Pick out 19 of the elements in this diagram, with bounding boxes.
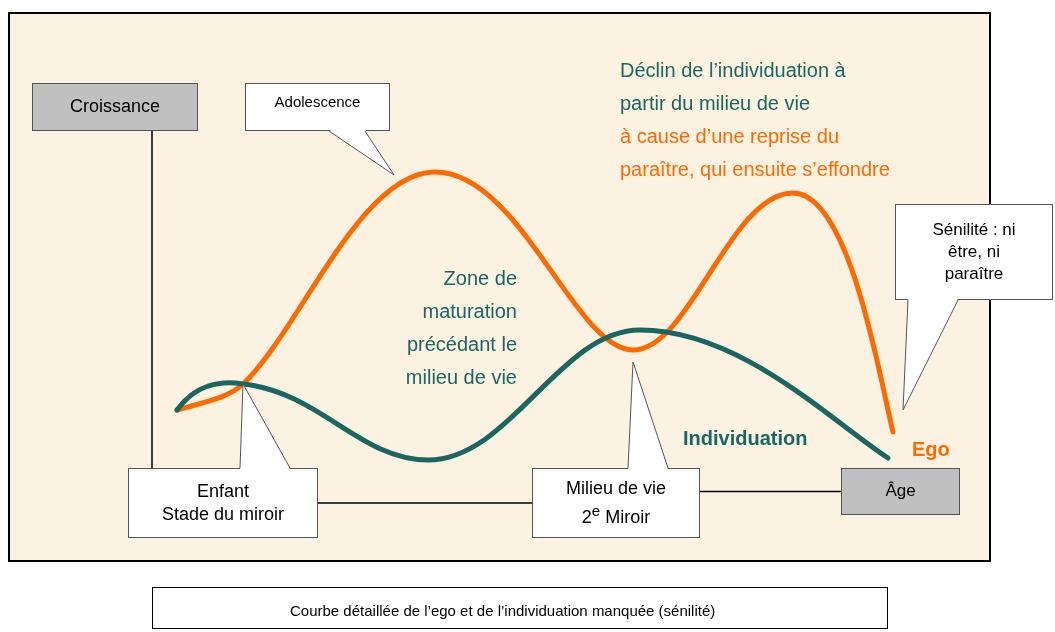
curve-label: Individuation <box>683 426 809 451</box>
annotation-text: Déclin de l’individuation à partir du milieu de vie <box>620 58 847 116</box>
box-text: Adolescence <box>274 92 361 112</box>
annotation-text: à cause d’une reprise du paraître, qui ensuite s’effondre <box>620 124 891 182</box>
annotation-text: Zone de maturation précédant le milieu de vie <box>404 266 517 390</box>
box-text: Enfant <box>196 479 249 503</box>
connector-line <box>317 502 533 504</box>
caption-text: Courbe détaillée de l’ego et de l’individuation manquée (sénilité) <box>290 602 716 619</box>
box-text: Sénilité : ni être, ni paraître <box>931 218 1017 286</box>
label-box <box>841 468 960 515</box>
label-box <box>32 83 198 131</box>
box-text: Âge <box>885 480 916 503</box>
connector-line <box>151 130 153 469</box>
box-text: Croissance <box>69 95 160 119</box>
box-text: 2$^{e}$ Miroir <box>581 500 651 529</box>
connector-line <box>699 490 842 493</box>
box-text: Stade du miroir <box>161 503 285 526</box>
box-text: Milieu de vie <box>565 477 666 501</box>
curve-label: Ego <box>912 437 951 462</box>
